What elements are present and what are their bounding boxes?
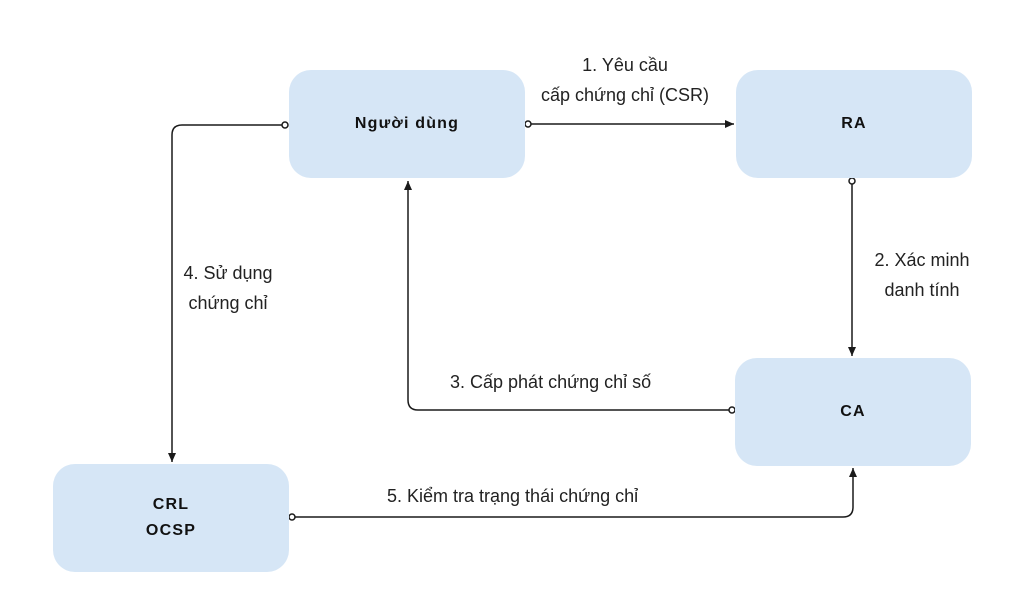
node-ca: CA	[735, 358, 971, 466]
edge-label-step-4: 4. Sử dụng chứng chỉ	[170, 258, 286, 318]
edge-crl-to-ca	[292, 468, 857, 518]
edge-crl-to-ca-start-dot	[288, 513, 296, 521]
edge-user-to-ra-start-dot	[524, 120, 532, 128]
edge-label-step-1-line-1: 1. Yêu cầu	[582, 55, 668, 75]
node-crl-ocsp: CRL OCSP	[53, 464, 289, 572]
node-ca-label: CA	[840, 403, 866, 420]
edge-label-step-4-line-1: 4. Sử dụng	[183, 263, 273, 283]
edge-label-step-1-line-2: cấp chứng chỉ (CSR)	[540, 85, 710, 105]
node-ra: RA	[736, 70, 972, 178]
edge-label-step-3: 3. Cấp phát chứng chỉ số	[450, 372, 652, 392]
edge-label-step-5: 5. Kiểm tra trạng thái chứng chỉ	[387, 486, 639, 506]
edge-user-to-crl	[168, 124, 285, 462]
node-ocsp-label: OCSP	[145, 522, 197, 539]
edge-label-step-2-line-2: danh tính	[884, 280, 960, 300]
node-user-label: Người dùng	[354, 115, 460, 132]
edge-ra-to-ca-start-dot	[848, 177, 856, 185]
edge-label-step-1: 1. Yêu cầu cấp chứng chỉ (CSR)	[530, 50, 720, 110]
node-ra-label: RA	[841, 115, 867, 132]
edge-label-step-2: 2. Xác minh danh tính	[862, 245, 982, 305]
node-user: Người dùng	[289, 70, 525, 178]
node-crl-label: CRL	[152, 496, 190, 513]
edge-ca-to-user	[404, 181, 732, 411]
edge-user-to-crl-start-dot	[281, 121, 289, 129]
edge-label-step-2-line-1: 2. Xác minh	[874, 250, 970, 270]
edge-label-step-4-line-2: chứng chỉ	[188, 293, 268, 313]
